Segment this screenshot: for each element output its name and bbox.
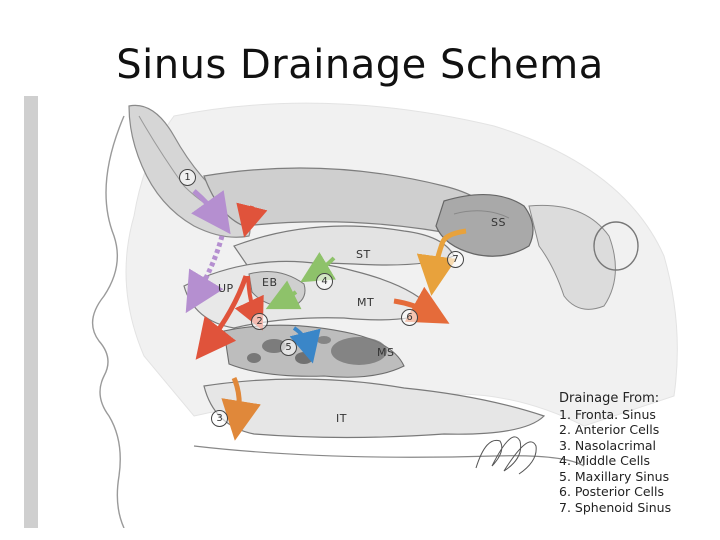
label-ss: SS	[491, 216, 506, 229]
label-it: IT	[336, 412, 347, 425]
legend-item: 4. Middle Cells	[559, 453, 651, 468]
arrow-middle-cells	[300, 252, 336, 283]
arrow-posterior-cells	[393, 286, 450, 324]
label-eb: EB	[262, 276, 278, 289]
arrow-anterior-cells	[236, 202, 268, 238]
marker-5: 5	[280, 339, 297, 356]
label-ms: MS	[377, 346, 395, 359]
scan-edge	[24, 96, 38, 528]
arrow-nasolacrimal	[221, 376, 261, 441]
legend-title: Drainage From:	[559, 391, 660, 406]
marker-2: 2	[251, 313, 268, 330]
marker-7: 7	[447, 251, 464, 268]
label-mt: MT	[357, 296, 375, 309]
arrow-frontal-sinus	[191, 189, 231, 235]
marker-1: 1	[179, 169, 196, 186]
legend-item: 6. Posterior Cells	[559, 484, 664, 499]
marker-6: 6	[401, 309, 418, 326]
legend-item: 2. Anterior Cells	[559, 422, 660, 437]
marker-3: 3	[211, 410, 228, 427]
arrow-maxillary-sinus	[289, 326, 321, 364]
legend-item: 7. Sphenoid Sinus	[559, 499, 672, 515]
marker-4: 4	[316, 273, 333, 290]
legend-item: 3. Nasolacrimal	[559, 437, 656, 453]
anatomy-drawing	[24, 96, 678, 528]
artist-signature	[475, 436, 537, 475]
slide-title: Sinus Drainage Schema	[116, 42, 604, 88]
legend-item: 1. Fronta. Sinus	[559, 406, 656, 422]
legend-item: 5. Maxillary Sinus	[559, 468, 670, 484]
arrow-sphenoid-sinus	[416, 228, 467, 296]
label-up: UP	[218, 282, 234, 295]
label-st: ST	[356, 248, 371, 261]
drainage-legend: Drainage From: 1. Fronta. Sinus 2. Anter…	[559, 391, 699, 515]
sinus-illustration: SS ST EB UP MT MS IT 1 2 3 4 5 6 7 Drain…	[24, 96, 696, 528]
